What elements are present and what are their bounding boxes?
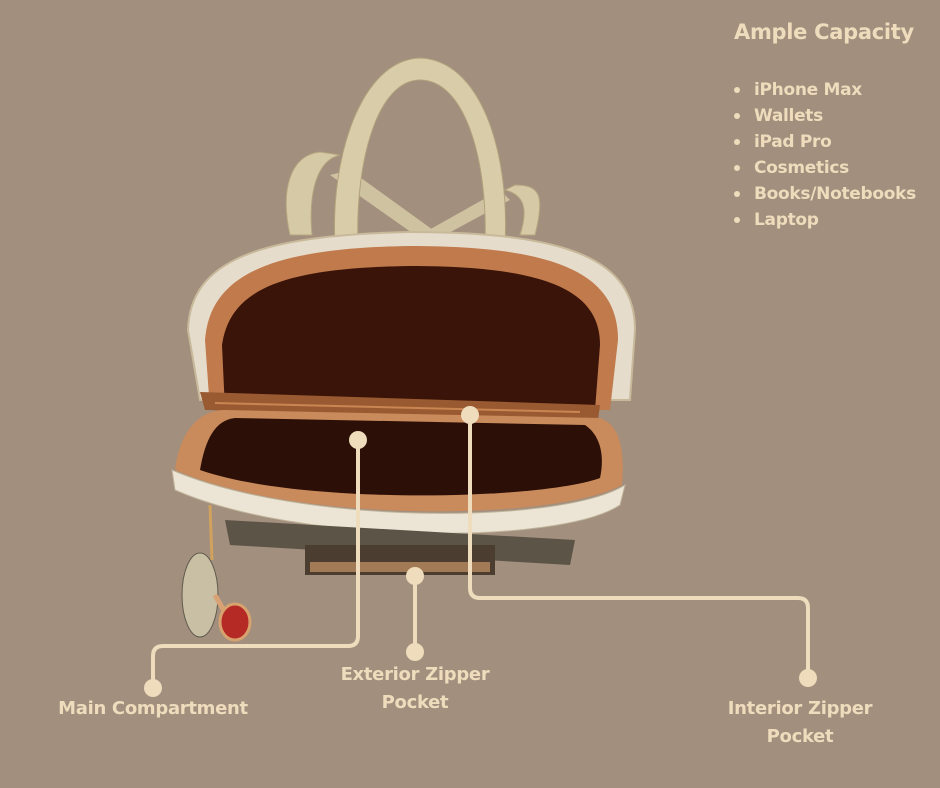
bullet-icon [734,217,740,223]
list-item: Books/Notebooks [733,181,916,207]
list-item: iPad Pro [733,129,916,155]
bullet-icon [734,191,740,197]
list-item: Wallets [733,103,916,129]
capacity-list: iPhone Max Wallets iPad Pro Cosmetics Bo… [733,77,916,233]
bullet-icon [734,113,740,119]
bullet-icon [734,87,740,93]
list-item: iPhone Max [733,77,916,103]
list-item: Cosmetics [733,155,916,181]
interior-zipper-pocket-label: Interior Zipper Pocket [727,698,873,747]
list-item: Laptop [733,207,916,233]
bullet-icon [734,165,740,171]
main-compartment-label: Main Compartment [58,698,248,719]
bullet-icon [734,139,740,145]
exterior-zipper-pocket-label: Exterior Zipper Pocket [340,664,490,713]
capacity-title: Ample Capacity [734,20,914,44]
